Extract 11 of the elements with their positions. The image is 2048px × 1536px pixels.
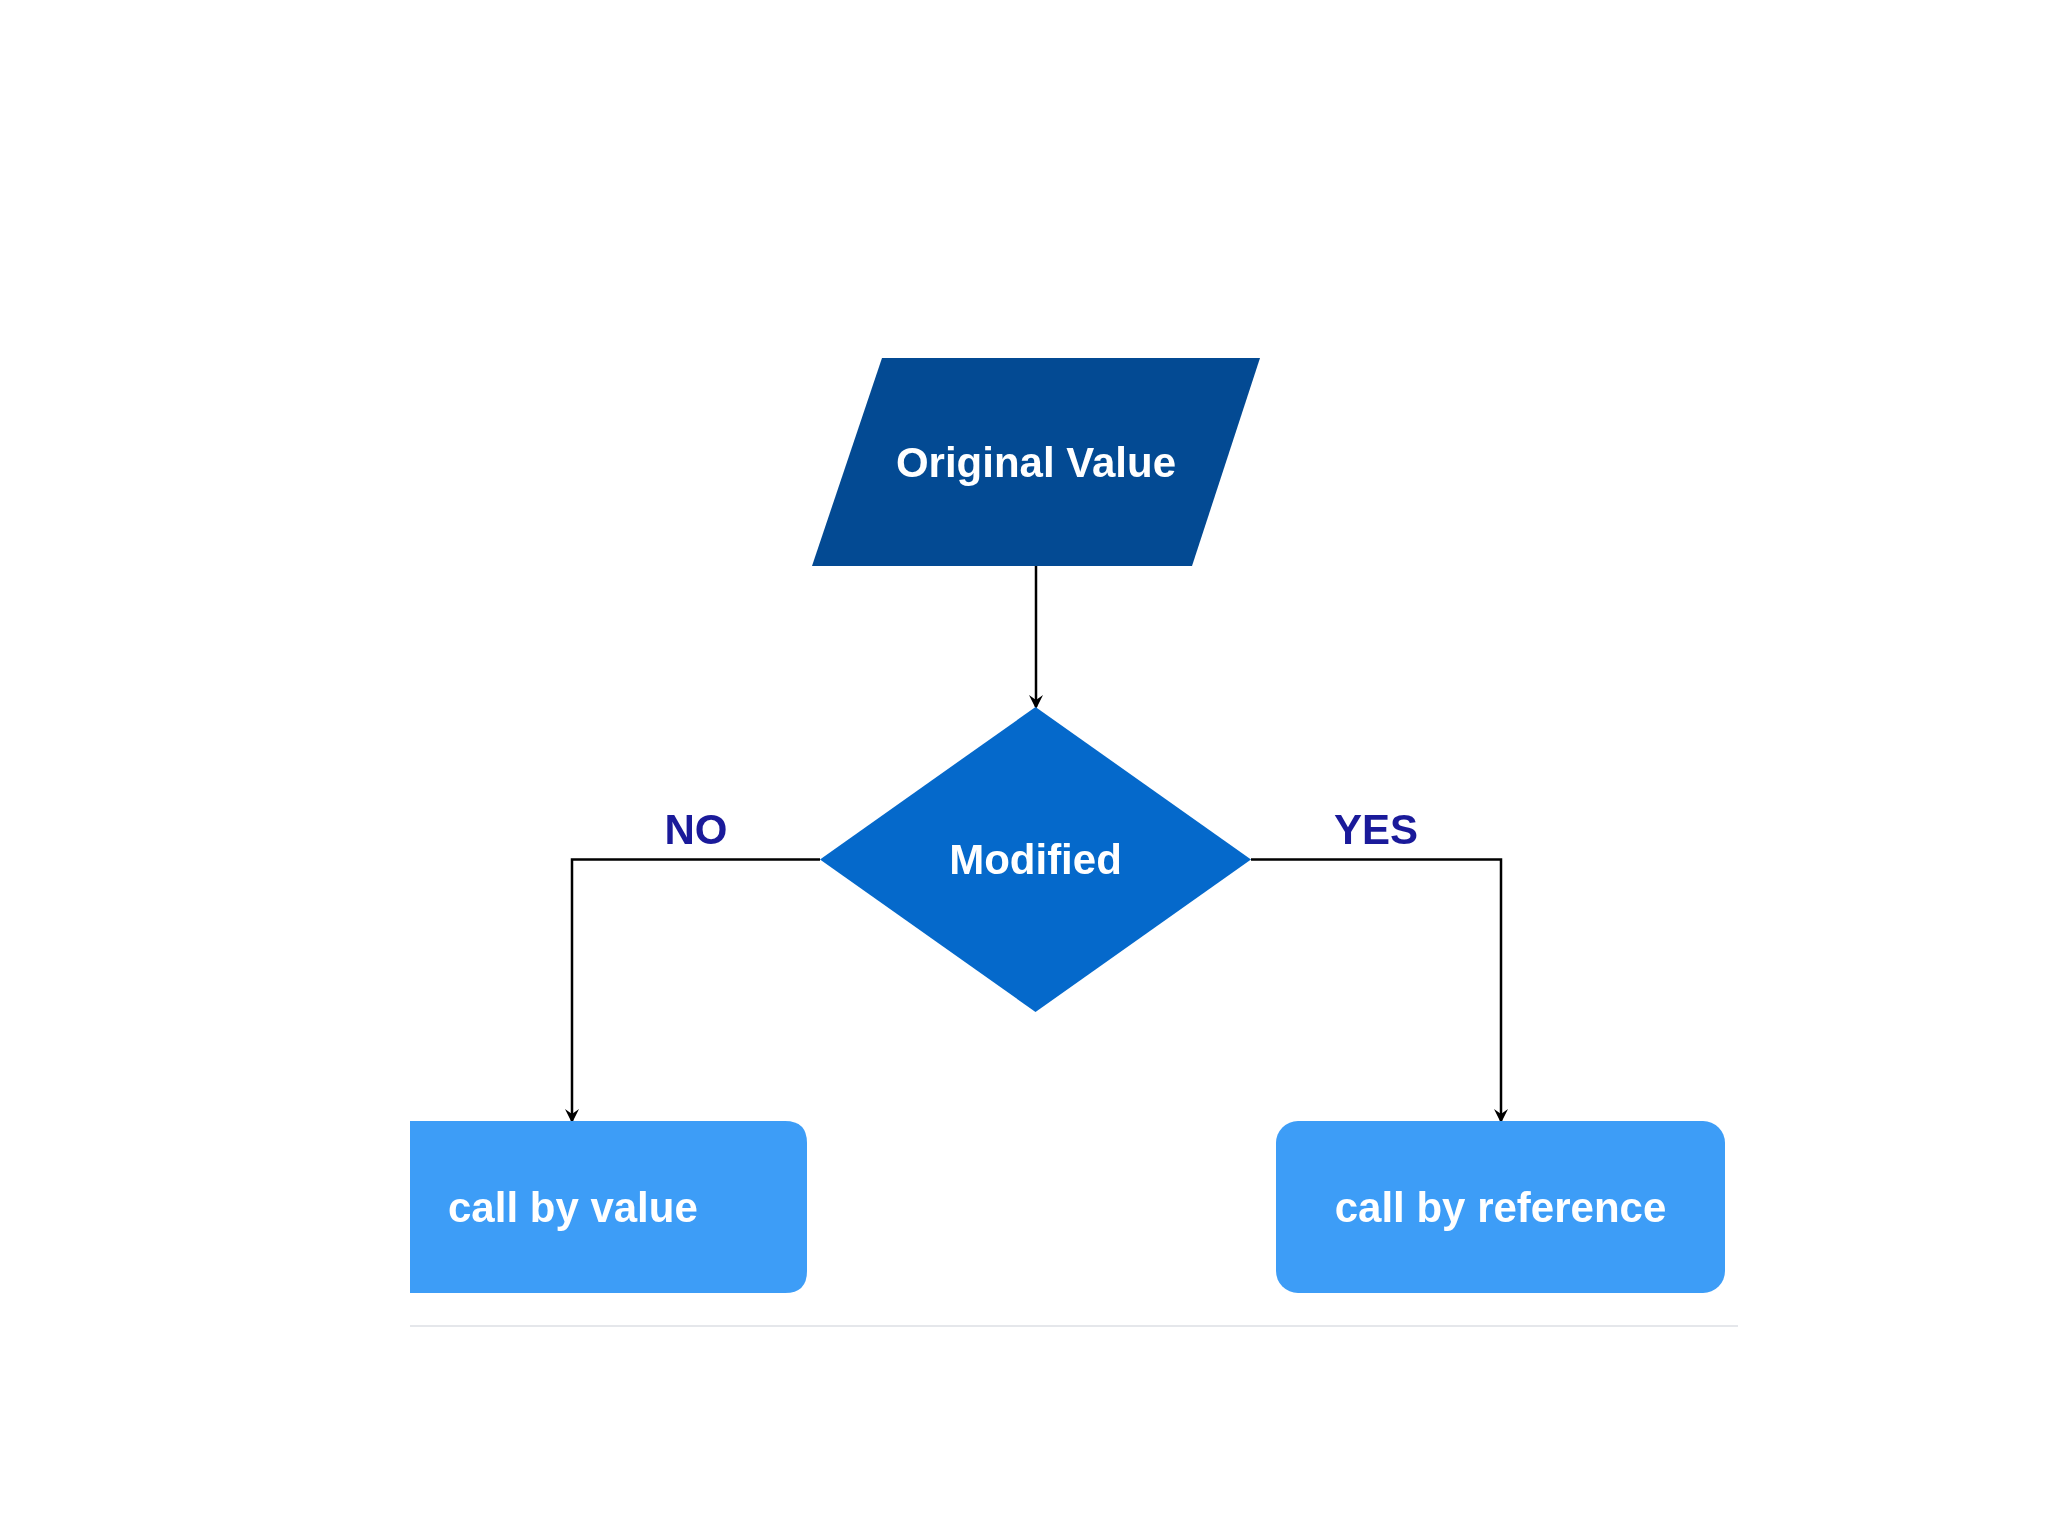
- arrow: [565, 858, 820, 1123]
- node-label: Original Value: [895, 437, 1177, 488]
- arrow: [1029, 566, 1043, 709]
- node-label: call by reference: [1334, 1182, 1667, 1233]
- decision-diamond: [820, 707, 1251, 1012]
- arrow: [1251, 858, 1508, 1123]
- input-parallelogram: [812, 358, 1260, 566]
- process-box: [410, 1121, 807, 1293]
- node-label: Modified: [949, 835, 1122, 885]
- node-label: call by value: [448, 1182, 698, 1233]
- process-box: [1276, 1121, 1725, 1293]
